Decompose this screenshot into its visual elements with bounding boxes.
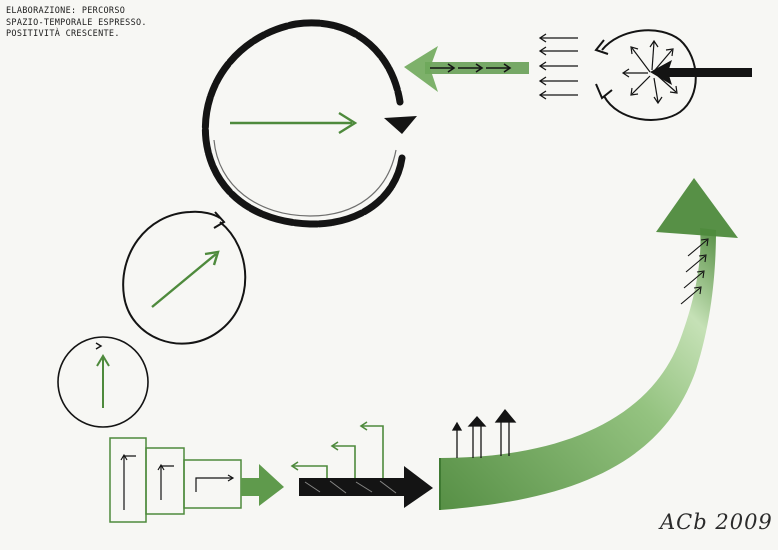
small-circle-arrowhead — [95, 342, 103, 350]
caption-line-3: Positività crescente. — [6, 29, 120, 39]
black-rough-arrow — [299, 466, 433, 508]
radiating-circle-group — [594, 29, 752, 121]
large-circle-inner-edge — [213, 139, 397, 217]
nested-rectangles — [109, 437, 242, 523]
artist-signature: ACb 2009 — [660, 510, 773, 534]
large-green-arrowhead — [338, 111, 358, 135]
green-block-arrow — [241, 464, 284, 506]
medium-green-arrowhead — [204, 250, 220, 266]
arrow-stack-left — [538, 33, 578, 100]
top-left-green-arrow — [404, 46, 529, 92]
large-circle-arrowhead — [384, 116, 417, 134]
caption-line-1: Elaborazione: percorso — [6, 6, 126, 16]
big-black-arrow-shaft — [664, 68, 752, 77]
large-circle-group — [201, 19, 417, 228]
caption: Elaborazione: percorso spazio-temporale … — [6, 6, 147, 41]
small-green-arrowhead — [96, 354, 110, 367]
medium-circle — [122, 210, 247, 345]
small-circle — [57, 336, 149, 428]
medium-circle-group — [122, 210, 247, 345]
large-circle — [201, 19, 406, 228]
green-rising-curve — [439, 178, 738, 510]
caption-line-2: spazio-temporale espresso. — [6, 17, 147, 28]
medium-green-arrow — [151, 253, 217, 308]
stepped-arrows — [290, 421, 384, 482]
curve-arrowhead — [656, 178, 738, 238]
medium-circle-arrowhead — [213, 211, 226, 229]
big-black-arrow-head — [650, 60, 672, 85]
radiating-circle-top-arrowhead — [594, 39, 609, 55]
small-circle-group — [57, 336, 149, 428]
radiating-circle-bottom-arrowhead — [595, 83, 613, 100]
